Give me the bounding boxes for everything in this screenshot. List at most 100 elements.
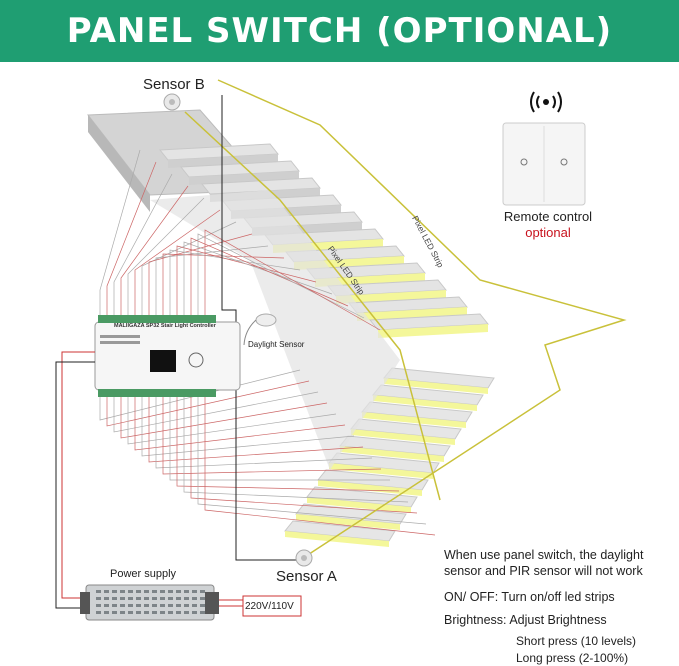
controller-terminal-bottom [98,389,216,397]
controller-lower-wire [169,397,390,481]
controller-display [150,350,176,372]
power-button-icon [520,158,528,166]
vent-slot [104,611,109,614]
note-line-2: sensor and PIR sensor will not work [444,564,643,578]
controller-upper-wire [134,209,221,315]
pixel-strip-wire-1 [217,79,627,561]
remote-optional-label: optional [525,225,571,240]
vent-slot [200,597,205,600]
vent-slot [104,604,109,607]
vent-slot [192,611,197,614]
controller-upper-wire [162,253,285,315]
lower-step-riser [296,514,400,530]
controller-lower-wire [176,397,400,492]
lower-step-riser [340,446,444,462]
vent-slot [176,597,181,600]
vent-slot [136,590,141,593]
vent-slot [200,604,205,607]
lower-step-riser [351,429,455,445]
upper-step-riser [168,154,278,168]
controller-upper-wire [127,197,205,315]
upper-step-riser [189,171,299,185]
vent-slot [168,611,173,614]
controller-lower-wire [106,380,310,427]
vent-slot [184,611,189,614]
wireless-signal-icon [530,91,562,113]
voltage-label: 220V/110V [245,601,294,612]
brightness-note: Brightness: Adjust Brightness [444,613,607,627]
vent-slot [112,611,117,614]
voltage-box [242,595,302,617]
vent-slot [112,590,117,593]
controller-lower-wire [155,397,373,469]
vent-slot [96,604,101,607]
vent-slot [200,611,205,614]
lower-step-riser [373,395,477,411]
upper-step-riser [378,324,488,338]
vent-slot [176,611,181,614]
upper-step-riser [357,307,467,321]
short-press-note: Short press (10 levels) [516,634,637,648]
vent-slot [176,604,181,607]
sensor-a-lens [301,555,307,561]
top-landing-front [88,115,150,212]
sensor-b-label: Sensor B [143,76,205,93]
daylight-sensor-device [255,313,277,327]
vent-slot [152,604,157,607]
controller-upper-wire [148,233,253,315]
long-press-note: Long press (2-100%) [516,651,629,665]
vent-slot [96,590,101,593]
vent-slot [96,597,101,600]
controller-lower-wire [127,397,337,445]
vent-slot [128,590,133,593]
brightness-button-icon [560,158,568,166]
vent-slot [136,611,141,614]
stair-underside [150,190,400,470]
controller-upper-wire [99,149,141,315]
on-off-note: ON/ OFF: Turn on/off led strips [444,590,615,604]
vent-slot [168,597,173,600]
controller-lower-wire [134,397,346,451]
controller-lower-wire [183,397,409,503]
vent-slot [120,597,125,600]
controller-upper-wire [120,185,189,315]
vent-slot [144,597,149,600]
controller-buttons [188,352,204,368]
vent-slot [160,597,165,600]
daylight-sensor-label: Daylight Sensor [248,340,305,349]
lower-step-riser [285,531,389,547]
power-supply-label: Power supply [110,568,177,580]
lower-step-riser [362,412,466,428]
vent-slot [120,604,125,607]
vent-slot [152,590,157,593]
title-banner [0,0,679,62]
vent-slot [96,611,101,614]
vent-slot [144,611,149,614]
vent-slot [192,604,197,607]
vent-slot [112,604,117,607]
vent-slot [192,590,197,593]
vent-slot [176,590,181,593]
page-title: PANEL SWITCH (OPTIONAL) [66,11,613,51]
pixel-strip-wire-2 [184,111,441,501]
power-supply-terminal-left [80,592,90,614]
vent-slot [136,597,141,600]
vent-slot [192,597,197,600]
power-supply-terminal [205,592,219,614]
vent-slot [160,611,165,614]
lower-step-riser [307,497,411,513]
lower-stair-flight [284,367,495,547]
vent-slot [184,590,189,593]
daylight-sensor-cable [243,319,257,346]
vent-slot [144,604,149,607]
controller-upper-wire [113,173,173,315]
vent-slot [168,590,173,593]
controller-lower-wire [204,397,436,536]
vent-slot [160,604,165,607]
controller-title: MALIIGAZA SP32 Stair Light Controller [114,323,216,329]
controller-lower-wire [197,397,427,525]
upper-step-riser [315,273,425,287]
vent-slot [184,597,189,600]
vent-slot [112,597,117,600]
note-line-1: When use panel switch, the daylight [444,548,644,562]
